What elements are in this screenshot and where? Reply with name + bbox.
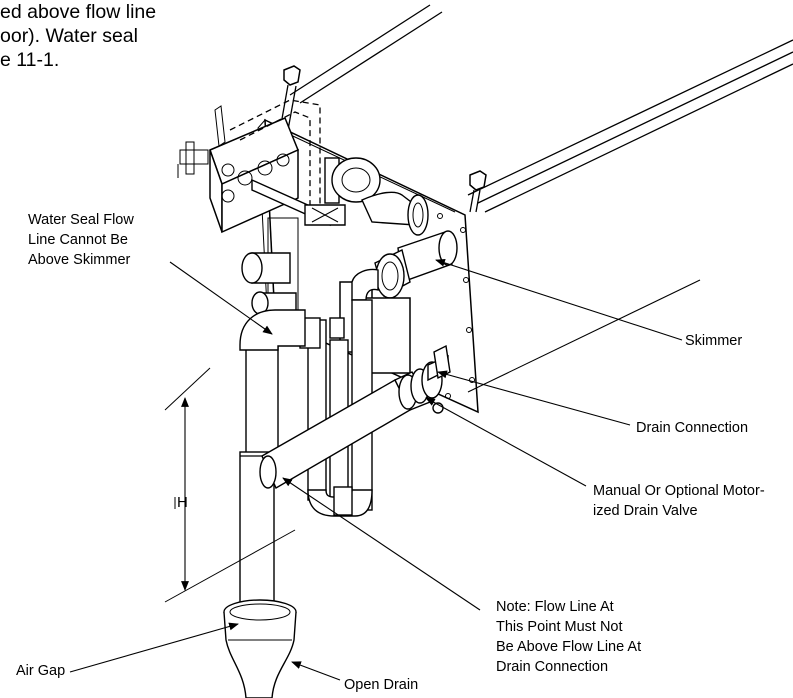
water-seal-callout-line-1: Water Seal Flow bbox=[28, 212, 134, 228]
hidden-pipe bbox=[229, 99, 321, 215]
dimension-h bbox=[164, 367, 296, 603]
internal-loop bbox=[307, 268, 411, 517]
skimmer-label: Skimmer bbox=[685, 333, 743, 349]
solenoid-valve bbox=[304, 157, 429, 236]
water-seal-callout-line-3: Above Skimmer bbox=[28, 252, 131, 268]
open-drain-funnel bbox=[223, 599, 297, 698]
water-seal-callout-line-2: Line Cannot Be bbox=[28, 232, 128, 248]
air-gap-label: Air Gap bbox=[16, 663, 66, 679]
drain-valve-callout-line-1: Manual Or Optional Motor- bbox=[593, 483, 765, 499]
intro-text-line-3: e 11-1. bbox=[0, 49, 60, 71]
open-drain-label: Open Drain bbox=[344, 677, 419, 693]
flow-line bbox=[259, 344, 451, 490]
drain-connection-label: Drain Connection bbox=[636, 420, 749, 436]
tank-rails bbox=[279, 4, 793, 213]
note-callout-line-1: Note: Flow Line At bbox=[496, 599, 614, 615]
intro-text-line-1: ed above flow line bbox=[0, 1, 157, 23]
leader-lines bbox=[69, 258, 701, 681]
intro-text-line-2: oor). Water seal bbox=[0, 25, 138, 47]
note-callout-line-2: This Point Must Not bbox=[496, 619, 623, 635]
note-callout-line-4: Drain Connection bbox=[496, 659, 609, 675]
drain-valve-callout-line-2: ized Drain Valve bbox=[593, 503, 698, 519]
dimension-h-label: H bbox=[177, 494, 188, 511]
note-callout-line-3: Be Above Flow Line At bbox=[496, 639, 642, 655]
